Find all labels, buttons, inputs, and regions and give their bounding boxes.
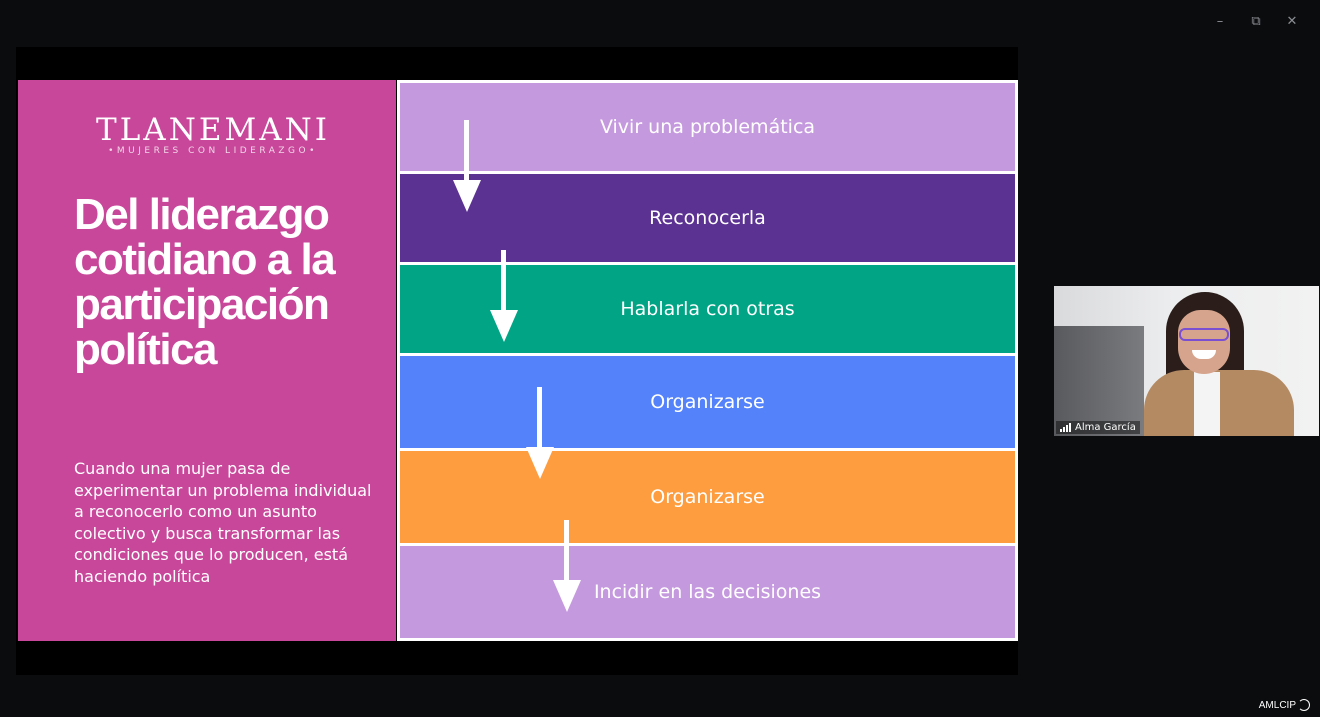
step-label: Hablarla con otras	[620, 298, 795, 320]
restore-icon[interactable]: ⧉	[1251, 14, 1261, 29]
step-4: Organizarse	[400, 356, 1015, 448]
amlcip-watermark: AMLCIP	[1259, 699, 1310, 711]
brand-name: TLANEMANI	[96, 112, 330, 148]
slide-title: Del liderazgo cotidiano a la participaci…	[74, 190, 336, 374]
window-controls: – ⧉ ✕	[1202, 12, 1310, 32]
steps-panel: Vivir una problemática Reconocerla Habla…	[397, 80, 1018, 641]
participant-name-tag: Alma García	[1056, 421, 1140, 434]
participant-video	[1144, 286, 1294, 436]
close-icon[interactable]: ✕	[1286, 14, 1298, 29]
brand-tagline: •MUJERES CON LIDERAZGO•	[108, 146, 318, 156]
step-6: Incidir en las decisiones	[400, 546, 1015, 638]
minimize-icon[interactable]: –	[1216, 14, 1224, 29]
slide-left-panel: TLANEMANI •MUJERES CON LIDERAZGO• Del li…	[18, 80, 396, 641]
participant-video-tile[interactable]: Alma García	[1054, 286, 1319, 436]
step-label: Vivir una problemática	[599, 116, 816, 138]
step-label: Reconocerla	[649, 207, 766, 229]
watermark-text: AMLCIP	[1258, 699, 1296, 711]
step-label: Incidir en las decisiones	[593, 581, 822, 603]
step-label: Organizarse	[650, 486, 765, 508]
participant-name: Alma García	[1075, 422, 1136, 433]
brand-logo: TLANEMANI •MUJERES CON LIDERAZGO•	[73, 112, 353, 156]
step-5: Organizarse	[400, 451, 1015, 543]
step-2: Reconocerla	[400, 174, 1015, 262]
down-arrow-icon	[552, 520, 582, 614]
amlcip-logo-icon	[1298, 699, 1310, 711]
step-label: Organizarse	[650, 391, 765, 413]
down-arrow-icon	[525, 387, 555, 481]
slide-description: Cuando una mujer pasa de experimentar un…	[74, 459, 372, 586]
step-1: Vivir una problemática	[400, 83, 1015, 171]
down-arrow-icon	[452, 120, 482, 214]
down-arrow-icon	[489, 250, 519, 344]
signal-strength-icon	[1060, 423, 1071, 432]
